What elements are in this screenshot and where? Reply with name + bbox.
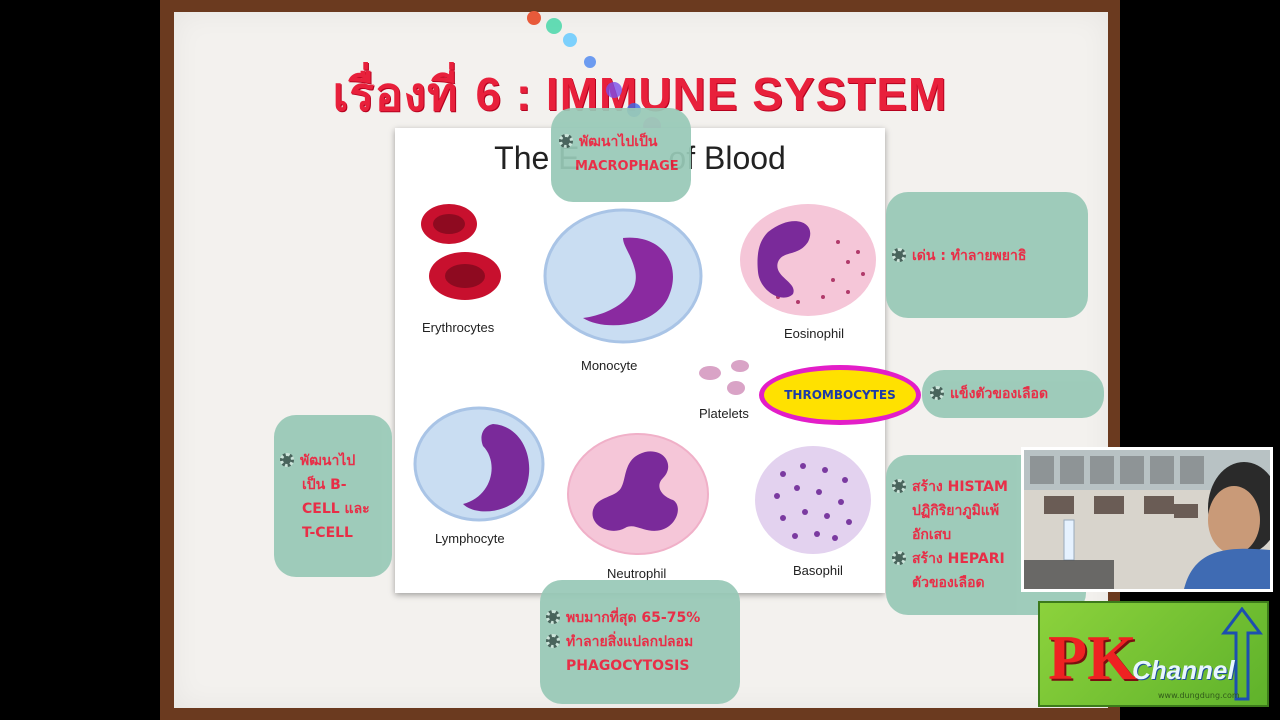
label-basophil: Basophil <box>793 563 843 578</box>
lymphocyte-image <box>413 406 545 522</box>
macrophage-line-2: MACROPHAGE <box>575 159 679 174</box>
slide-title: เรื่องที่ 6 : IMMUNE SYSTEM <box>0 58 1280 131</box>
label-eosinophil: Eosinophil <box>784 326 844 341</box>
label-platelets: Platelets <box>699 406 749 421</box>
gear-icon <box>546 610 560 624</box>
platelets-image <box>699 360 749 395</box>
neutrophil-image <box>567 433 709 555</box>
erythrocytes-image <box>421 204 501 300</box>
title-prefix: เรื่องที่ <box>332 67 476 121</box>
webcam-scene <box>1024 450 1270 589</box>
eosinophil-image <box>740 204 876 316</box>
logo-channel: Channel <box>1132 655 1235 685</box>
monocyte-image <box>543 208 703 344</box>
gear-icon <box>892 248 906 262</box>
gear-icon <box>559 134 573 148</box>
basophil-image <box>755 446 871 554</box>
arrow-up-icon <box>1221 607 1263 701</box>
thrombocytes-highlight: THROMBOCYTES <box>759 365 921 425</box>
label-erythrocytes: Erythrocytes <box>422 320 495 335</box>
title-text: 6 : IMMUNE SYSTEM <box>475 68 948 120</box>
pk-channel-logo: PK Channel www.dungdung.com <box>1038 601 1269 707</box>
neutrophil-note: พบมากที่สุด 65-75% ทำลายสิ่งแปลกปลอม PHA… <box>540 580 740 704</box>
platelet-note: แข็งตัวของเลือด <box>922 370 1104 418</box>
gear-icon <box>892 551 906 565</box>
logo-pk: PK <box>1048 622 1137 693</box>
eosinophil-note: เด่น : ทำลายพยาธิ <box>886 192 1088 318</box>
label-monocyte: Monocyte <box>581 358 638 373</box>
macrophage-line-1: พัฒนาไปเป็น <box>579 134 658 150</box>
gear-icon <box>892 479 906 493</box>
lymphocyte-note: พัฒนาไป เป็น B- CELL และ T-CELL <box>274 415 392 577</box>
label-lymphocyte: Lymphocyte <box>435 531 505 546</box>
macrophage-note: พัฒนาไปเป็น MACROPHAGE <box>551 108 691 202</box>
logo-url: www.dungdung.com <box>1158 691 1240 700</box>
label-neutrophil: Neutrophil <box>607 566 667 581</box>
blood-cells-panel: The E of Blood Erythrocytes Monocyte Eos… <box>395 128 885 593</box>
gear-icon <box>546 634 560 648</box>
webcam-overlay <box>1021 447 1273 592</box>
gear-icon <box>930 386 944 400</box>
gear-icon <box>280 453 294 467</box>
